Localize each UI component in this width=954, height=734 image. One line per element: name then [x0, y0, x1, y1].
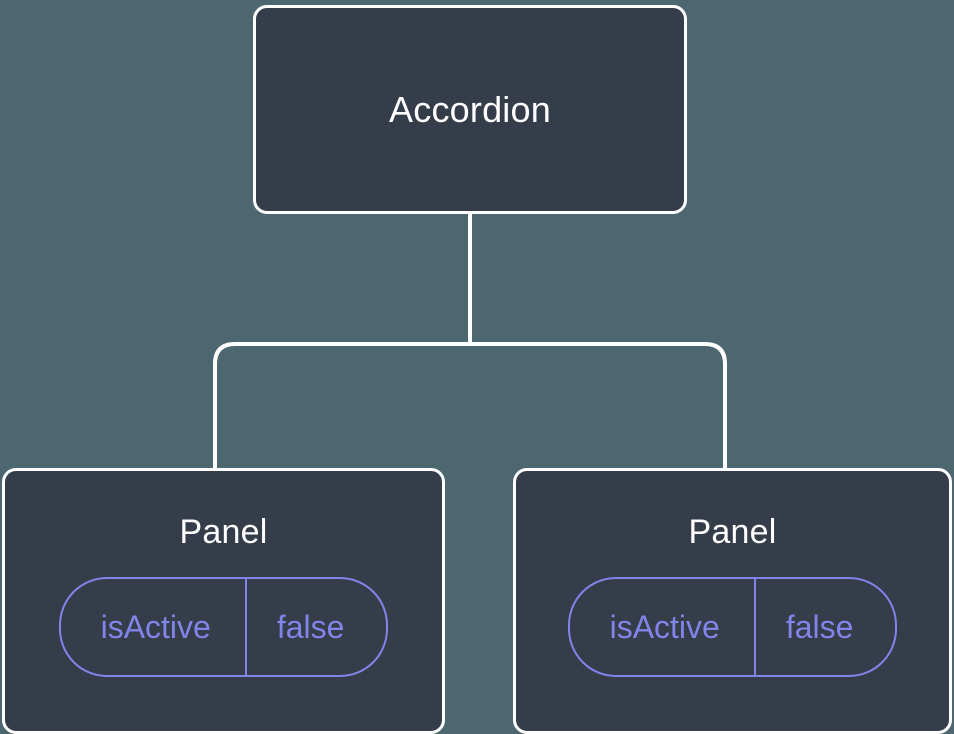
node-panel-1[interactable]: Panel isActive false [2, 468, 445, 734]
node-title: Panel [688, 513, 777, 551]
prop-badge-isactive[interactable]: isActive false [567, 577, 898, 677]
connector-branch-right [470, 342, 727, 470]
node-accordion[interactable]: Accordion [253, 5, 687, 214]
prop-value: false [785, 609, 854, 645]
prop-key: isActive [61, 579, 247, 675]
prop-value: false [276, 609, 345, 645]
prop-key: isActive [570, 579, 756, 675]
connector-branch-left [213, 342, 470, 470]
prop-badge-isactive[interactable]: isActive false [58, 577, 389, 677]
node-title: Panel [179, 513, 268, 551]
node-panel-2[interactable]: Panel isActive false [513, 468, 952, 734]
node-title: Accordion [389, 88, 551, 130]
